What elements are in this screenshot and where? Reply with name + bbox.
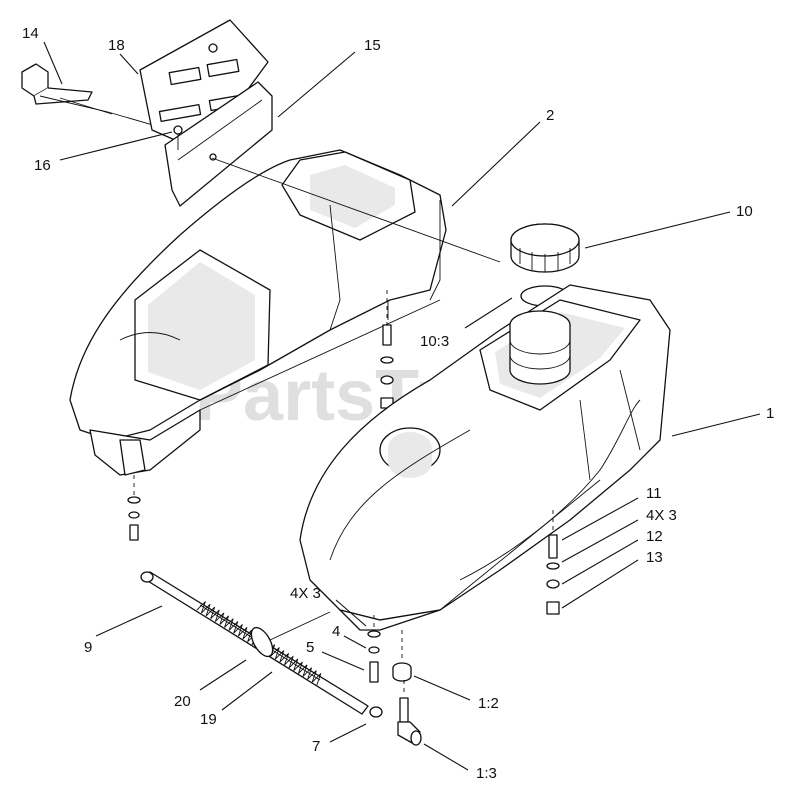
- callout-4x3-left: 4X 3: [290, 585, 321, 602]
- callout-7: 7: [312, 738, 320, 755]
- callout-18: 18: [108, 37, 125, 54]
- callout-4x3-right: 4X 3: [646, 507, 677, 524]
- part-1-3-elbow: [397, 680, 422, 746]
- callout-10: 10: [736, 203, 753, 220]
- callout-2: 2: [546, 107, 554, 124]
- part-1-fuel-tank: [299, 284, 671, 631]
- callout-1-2: 1:2: [478, 695, 499, 712]
- rod: [211, 157, 501, 263]
- fasteners-tank-right: [546, 510, 560, 615]
- fasteners-console-left: [127, 475, 141, 541]
- callout-4: 4: [332, 623, 340, 640]
- callout-14: 14: [22, 25, 39, 42]
- fasteners-tank-lower: [367, 615, 381, 683]
- part-1-2-grommet: [392, 630, 412, 682]
- callout-16: 16: [34, 157, 51, 174]
- callout-9: 9: [84, 639, 92, 656]
- part-14-switch: [21, 63, 171, 131]
- callout-15: 15: [364, 37, 381, 54]
- callout-13: 13: [646, 549, 663, 566]
- callout-20: 20: [174, 693, 191, 710]
- callout-1: 1: [766, 405, 774, 422]
- part-10-fuel-cap: [510, 223, 580, 273]
- leader-lines: [43, 41, 761, 771]
- callout-5: 5: [306, 639, 314, 656]
- callout-19: 19: [200, 711, 217, 728]
- callout-1-3: 1:3: [476, 765, 497, 782]
- callout-11: 11: [646, 485, 662, 502]
- part-19-ring: [250, 611, 331, 658]
- part-2-console: [69, 149, 447, 476]
- callout-12: 12: [646, 528, 663, 545]
- part-15-bracket: [164, 81, 273, 207]
- callout-labels: 14 18 15 16 2 10 10:3 1 11 4X 3 12 13 4X…: [22, 25, 774, 782]
- part-7-nut: [369, 706, 383, 718]
- callout-10-3: 10:3: [420, 333, 449, 350]
